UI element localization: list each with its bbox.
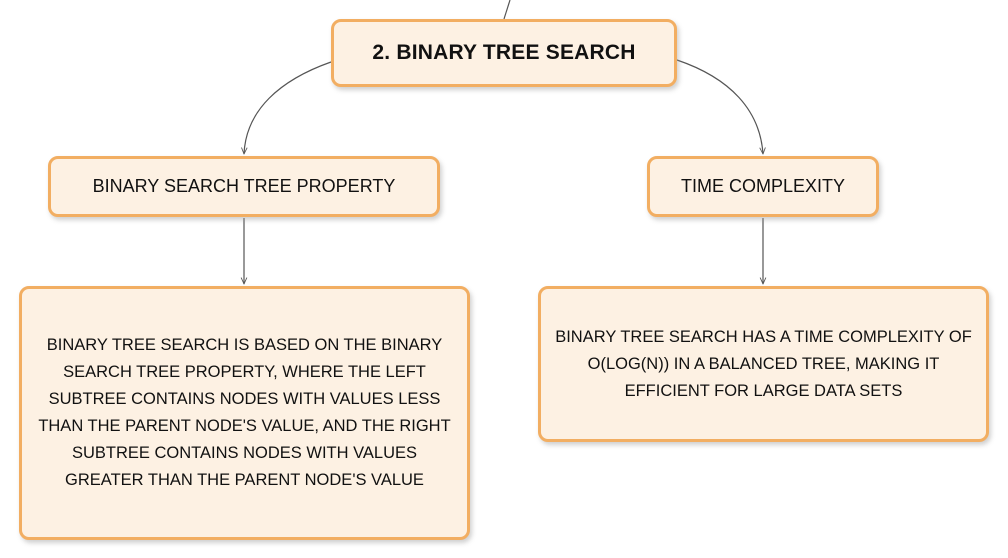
- topic-node-bst-property[interactable]: BINARY SEARCH TREE PROPERTY: [48, 156, 440, 217]
- connector-root-to-right-topic: [676, 59, 763, 154]
- root-node-label: 2. BINARY TREE SEARCH: [372, 41, 636, 64]
- topic-node-label: BINARY SEARCH TREE PROPERTY: [92, 176, 396, 196]
- topic-node-label: TIME COMPLEXITY: [680, 176, 846, 196]
- root-node[interactable]: 2. BINARY TREE SEARCH: [331, 19, 677, 87]
- detail-node-bst-property[interactable]: BINARY TREE SEARCH IS BASED ON THE BINAR…: [19, 286, 470, 540]
- detail-node-text: BINARY TREE SEARCH IS BASED ON THE BINAR…: [38, 336, 451, 489]
- detail-node-time-complexity[interactable]: BINARY TREE SEARCH HAS A TIME COMPLEXITY…: [538, 286, 989, 442]
- topic-node-time-complexity[interactable]: TIME COMPLEXITY: [647, 156, 879, 217]
- incoming-connector: [503, 0, 511, 20]
- detail-node-text: BINARY TREE SEARCH HAS A TIME COMPLEXITY…: [555, 327, 972, 400]
- connector-root-to-left-topic: [244, 61, 332, 154]
